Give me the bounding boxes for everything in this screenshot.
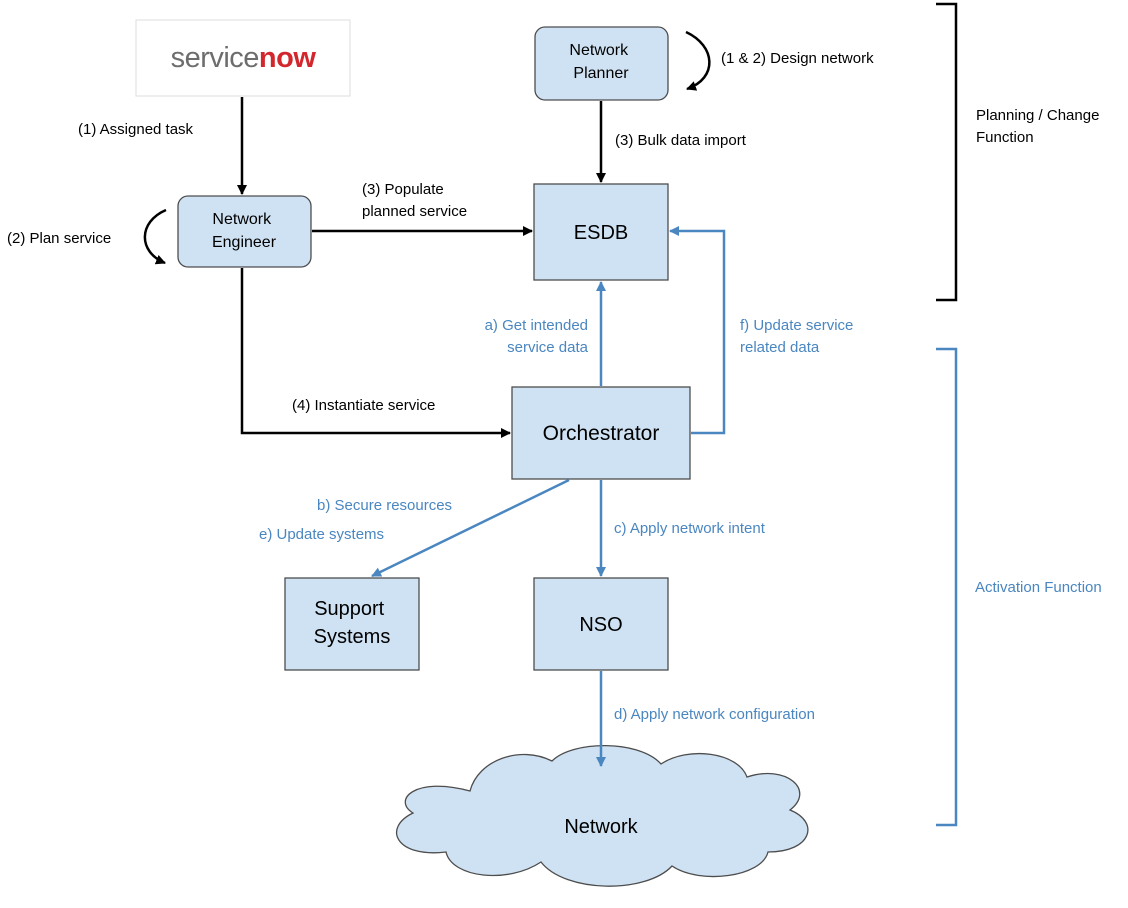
- network-planner-label-line2: Planner: [573, 65, 629, 82]
- nso-node: NSO: [533, 577, 669, 671]
- svg-text:servicenow: servicenow: [171, 42, 317, 74]
- planning-function-label-line2: Function: [976, 129, 1034, 146]
- design-network-loop-arrow: [685, 30, 711, 91]
- network-cloud: Network: [395, 744, 809, 887]
- svg-text:Network Engineer: Network Engineer: [212, 211, 277, 251]
- get-intended-label-line2: service data: [507, 339, 589, 356]
- orchestrator-label: Orchestrator: [543, 422, 660, 445]
- svg-text:Support Systems: Support Systems: [314, 598, 391, 648]
- secure-resources-label: b) Secure resources: [317, 497, 452, 514]
- plan-service-loop-arrow: [143, 208, 167, 265]
- design-network-label: (1 & 2) Design network: [721, 50, 874, 67]
- activation-function-label: Activation Function: [975, 579, 1102, 596]
- instantiate-label: (4) Instantiate service: [292, 397, 435, 414]
- apply-config-label: d) Apply network configuration: [614, 706, 815, 723]
- update-related-label-line1: f) Update service: [740, 317, 853, 334]
- svg-text:Network Planner: Network Planner: [569, 42, 632, 82]
- network-engineer-node: Network Engineer: [177, 195, 312, 268]
- populate-label-line1: (3) Populate: [362, 181, 444, 198]
- logo-text-accent: now: [259, 42, 316, 74]
- activation-bracket: [936, 347, 958, 827]
- instantiate-arrow: [240, 268, 511, 438]
- support-systems-label-line2: Systems: [314, 626, 391, 648]
- secure-resources-arrow: [371, 478, 570, 578]
- get-intended-label-line1: a) Get intended: [485, 317, 588, 334]
- apply-intent-label: c) Apply network intent: [614, 520, 766, 537]
- planning-function-label-line1: Planning / Change: [976, 107, 1099, 124]
- nso-label: NSO: [579, 614, 622, 636]
- esdb-label: ESDB: [574, 222, 628, 244]
- support-systems-label-line1: Support: [314, 598, 384, 620]
- update-related-label-line2: related data: [740, 339, 820, 356]
- support-systems-node: Support Systems: [284, 577, 420, 671]
- servicenow-logo: servicenow: [135, 19, 351, 97]
- network-planner-node: Network Planner: [534, 26, 669, 101]
- esdb-node: ESDB: [533, 183, 669, 281]
- populate-label-line2: planned service: [362, 203, 467, 220]
- network-engineer-label-line1: Network: [212, 211, 272, 228]
- bulk-import-label: (3) Bulk data import: [615, 132, 747, 149]
- network-engineer-label-line2: Engineer: [212, 234, 277, 251]
- network-planner-label-line1: Network: [569, 42, 629, 59]
- assigned-task-label: (1) Assigned task: [78, 121, 194, 138]
- logo-text-plain: service: [171, 42, 259, 74]
- update-related-arrow: [669, 226, 726, 435]
- network-label: Network: [564, 816, 638, 838]
- planning-bracket: [936, 2, 958, 302]
- orchestrator-node: Orchestrator: [511, 386, 691, 480]
- plan-service-label: (2) Plan service: [7, 230, 111, 247]
- update-systems-label: e) Update systems: [259, 526, 384, 543]
